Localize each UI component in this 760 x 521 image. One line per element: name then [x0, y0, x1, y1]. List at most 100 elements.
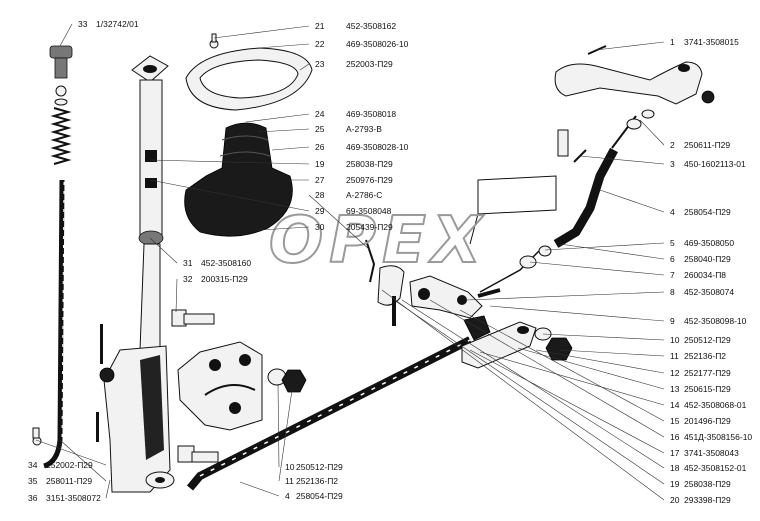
callout-part-code: 452-3508160 [201, 258, 251, 268]
callout-part-code: А-2793-В [346, 124, 382, 134]
lever-14 [461, 315, 537, 369]
callout-30: 30 205439-П29 [259, 222, 393, 232]
callout-number: 8 [670, 287, 675, 297]
leader-line [257, 128, 310, 133]
leader-line [299, 63, 310, 71]
leader-line [278, 389, 293, 482]
leader-line [559, 349, 665, 357]
callout-number: 6 [670, 254, 675, 264]
callout-number: 32 [183, 274, 193, 284]
parts-illustration [32, 33, 715, 493]
boot-cover [184, 33, 313, 237]
leader-line [489, 305, 665, 322]
callout-number: 31 [183, 258, 193, 268]
callout-part-code: 452-3508152-01 [684, 463, 747, 473]
callout-7: 7 260034-П8 [529, 261, 726, 280]
callout-part-code: 252003-П29 [346, 59, 393, 69]
callout-part-code: 205439-П29 [346, 222, 393, 232]
callout-number: 20 [670, 495, 680, 505]
callout-number: 4 [285, 491, 290, 501]
callout-number: 18 [670, 463, 680, 473]
callout-number: 22 [315, 39, 325, 49]
callout-9: 9 452-3508098-10 [489, 305, 747, 326]
callout-part-code: 451Д-3508156-10 [684, 432, 752, 442]
callout-number: 1 [670, 37, 675, 47]
callout-part-code: 252136-П2 [296, 476, 338, 486]
callout-part-code: 250976-П29 [346, 175, 393, 185]
leader-line [517, 347, 665, 390]
leader-line [542, 333, 665, 341]
callout-number: 13 [670, 384, 680, 394]
callout-number: 29 [315, 206, 325, 216]
callout-part-code: 452-3508068-01 [684, 400, 747, 410]
shift-rod-4 [186, 336, 472, 491]
callout-part-code: 469-3508028-10 [346, 142, 409, 152]
callout-number: 23 [315, 59, 325, 69]
callout-number: 2 [670, 140, 675, 150]
callout-number: 7 [670, 270, 675, 280]
callout-31: 31 452-3508160 [149, 237, 251, 268]
leader-line [469, 349, 665, 454]
leader-line [479, 351, 665, 406]
callout-number: 19 [315, 159, 325, 169]
lever-1 [554, 45, 715, 105]
leader-line [529, 261, 665, 276]
leader-line [401, 299, 665, 469]
callout-number: 25 [315, 124, 325, 134]
callout-part-code: 3741-3508015 [684, 37, 739, 47]
callout-number: 30 [315, 222, 325, 232]
bellcrank [377, 265, 501, 326]
callout-part-code: 258054-П29 [684, 207, 731, 217]
callout-number: 27 [315, 175, 325, 185]
cable-5 [479, 109, 655, 293]
leader-line [559, 243, 665, 260]
leader-line [595, 41, 665, 51]
bolt-32 [171, 309, 215, 327]
bolt-bottom [177, 445, 219, 463]
gear-lever [96, 55, 175, 493]
linkage-plate [177, 341, 307, 431]
leader-line [535, 349, 665, 374]
callout-number: 36 [28, 493, 38, 503]
callout-number: 5 [670, 238, 675, 248]
leader-line [308, 194, 371, 251]
callout-number: 33 [78, 19, 88, 29]
watermark-logo: OPEX [268, 203, 482, 279]
callout-part-code: 469-3508050 [684, 238, 734, 248]
callout-part-code: 258011-П29 [46, 476, 92, 486]
callout-number: 11 [670, 351, 679, 361]
callout-part-code: 260034-П8 [684, 270, 726, 280]
leader-line [257, 43, 310, 49]
callout-part-code: 250512-П29 [296, 462, 343, 472]
bracket [469, 175, 557, 245]
callout-number: 4 [670, 207, 675, 217]
leader-line [59, 439, 107, 482]
callout-part-code: 452-3508098-10 [684, 316, 747, 326]
leader-line [245, 113, 310, 123]
callout-part-code: 452-3508162 [346, 21, 396, 31]
callout-1: 1 3741-3508015 [595, 37, 739, 51]
callout-number: 16 [670, 432, 680, 442]
callout-16: 16 451Д-3508156-10 [429, 299, 752, 442]
callout-number: 9 [670, 316, 675, 326]
callout-number: 3 [670, 159, 675, 169]
callout-8: 8 452-3508074 [465, 287, 734, 301]
callout-part-code: 452-3508074 [684, 287, 734, 297]
